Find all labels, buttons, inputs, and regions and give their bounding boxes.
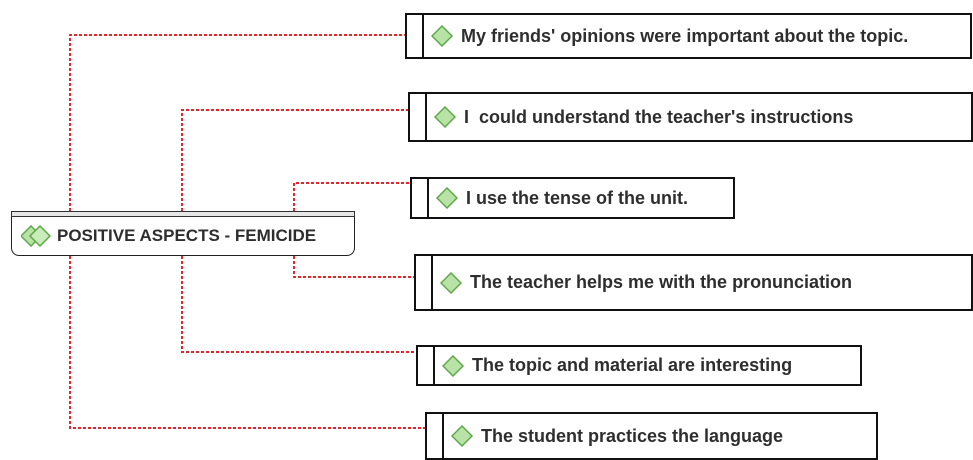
central-topic[interactable]: POSITIVE ASPECTS - FEMICIDE [11, 211, 355, 256]
topic-label: I use the tense of the unit. [466, 187, 689, 208]
topic-friends-opinions[interactable]: My friends' opinions were important abou… [405, 13, 972, 59]
connector-5 [181, 256, 416, 353]
connector-3 [293, 182, 410, 211]
topic-label: The student practices the language [481, 425, 784, 446]
topic-label: I could understand the teacher's instruc… [464, 106, 854, 127]
topic-label: The teacher helps me with the pronunciat… [470, 272, 853, 292]
central-topic-label: POSITIVE ASPECTS - FEMICIDE [57, 226, 317, 245]
connector-4 [293, 256, 414, 278]
diamond-icon [442, 354, 464, 377]
topic-teacher-instructions[interactable]: I could understand the teacher's instruc… [408, 92, 973, 142]
topic-label: My friends' opinions were important abou… [461, 25, 909, 46]
diamond-icon [451, 425, 473, 447]
topic-bar [442, 414, 444, 458]
double-diamond-icon [21, 225, 51, 247]
diamond-icon [436, 187, 458, 209]
diamond-icon [434, 106, 456, 128]
topic-practices-language[interactable]: The student practices the language [425, 412, 878, 460]
topic-pronunciation[interactable]: The teacher helps me with the pronunciat… [414, 254, 973, 311]
connector-2 [181, 109, 408, 211]
topic-bar [422, 15, 424, 57]
topic-tense-of-unit[interactable]: I use the tense of the unit. [410, 177, 735, 219]
connector-6 [69, 256, 425, 429]
diamond-icon [431, 25, 453, 47]
central-topic-body[interactable]: POSITIVE ASPECTS - FEMICIDE [11, 217, 355, 256]
topic-bar [431, 256, 433, 309]
topic-bar [425, 94, 427, 140]
topic-bar [433, 347, 435, 384]
topic-bar [427, 179, 429, 217]
central-topic-tab [11, 211, 355, 217]
topic-label: The topic and material are interesting [472, 355, 793, 375]
connector-1 [69, 34, 405, 211]
diamond-icon [440, 271, 462, 294]
topic-material-interesting[interactable]: The topic and material are interesting [416, 345, 862, 386]
